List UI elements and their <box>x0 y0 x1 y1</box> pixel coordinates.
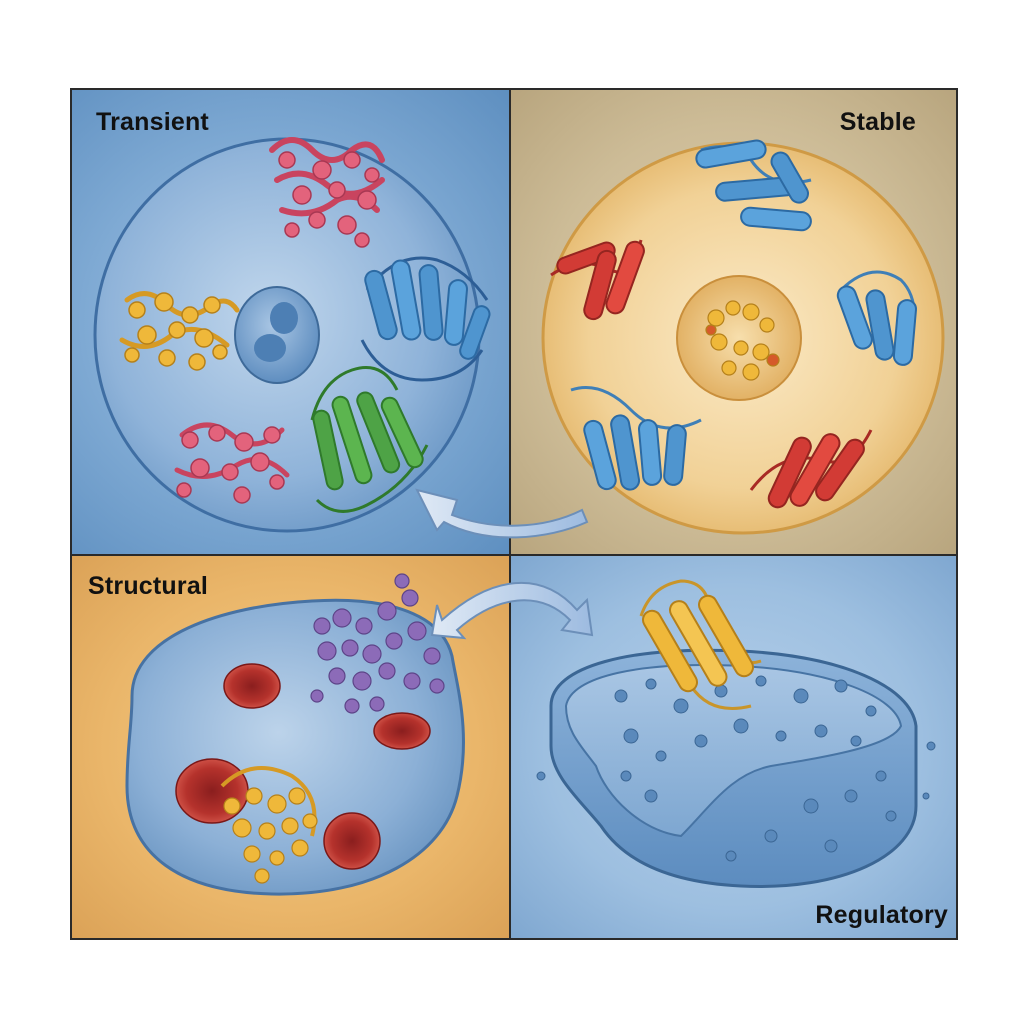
blue-helix-group-right <box>836 270 918 366</box>
pink-protein-cluster-top <box>269 137 385 248</box>
transient-cell-illustration <box>93 137 491 533</box>
organelle-granules <box>536 675 936 862</box>
blue-helix-bundle-right <box>360 256 491 382</box>
purple-protein-cluster <box>310 573 445 714</box>
figure-frame: Transient <box>70 88 958 940</box>
transient-nucleus <box>234 286 320 384</box>
stable-cell-illustration <box>541 139 945 535</box>
panel-label-regulatory: Regulatory <box>815 901 948 929</box>
blue-helix-group-top <box>695 139 812 232</box>
panel-label-stable: Stable <box>839 108 916 136</box>
yellow-protein-cluster-structural <box>220 766 318 884</box>
structural-cell-illustration <box>125 573 465 896</box>
panel-stable: Stable <box>511 90 956 554</box>
panel-label-structural: Structural <box>88 572 209 600</box>
green-helix-bundle <box>310 366 429 513</box>
panel-regulatory: Regulatory <box>511 556 956 938</box>
yellow-transmembrane-helices <box>639 579 762 710</box>
stable-nuclear-protein-cluster <box>705 300 780 381</box>
panel-label-transient: Transient <box>96 108 209 136</box>
red-blood-cell-3 <box>175 758 249 824</box>
transient-nucleolus-1 <box>270 302 298 334</box>
pink-protein-cluster-bottom <box>174 422 290 504</box>
red-blood-cell-2 <box>373 712 431 750</box>
red-blood-cell-1 <box>223 663 281 709</box>
red-helix-group-left <box>550 239 645 321</box>
panel-transient: Transient <box>72 90 509 554</box>
red-blood-cell-4 <box>323 812 381 870</box>
regulatory-organelle-illustration <box>536 579 936 888</box>
blue-helix-group-bottom-left <box>570 386 702 491</box>
panel-structural: Structural <box>72 556 509 938</box>
transient-nucleolus-2 <box>254 334 286 362</box>
yellow-protein-cluster-left <box>119 291 240 371</box>
stable-nucleus <box>676 275 802 401</box>
red-helix-group-bottom-right <box>749 429 873 509</box>
